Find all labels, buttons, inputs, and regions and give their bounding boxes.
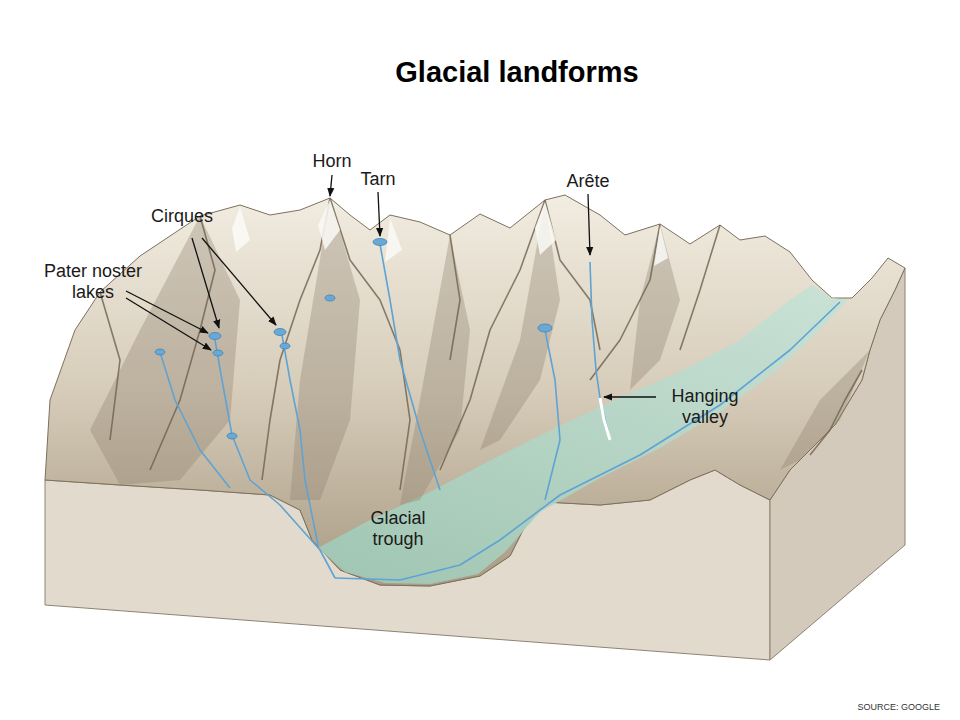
label-anchor: Horn <box>292 151 372 172</box>
landform-label: Arête <box>548 171 628 192</box>
landform-label: Hanging valley <box>655 386 755 428</box>
diagram-title: Glacial landforms <box>307 55 727 89</box>
landform-label: Pater noster lakes <box>33 261 153 303</box>
landform-label: Horn <box>292 151 372 172</box>
source-note: SOURCE: GOOGLE <box>820 702 940 713</box>
label-anchor: Glacial trough <box>352 508 444 550</box>
label-anchor: Arête <box>548 171 628 192</box>
label-anchor: Hanging valley <box>655 386 755 428</box>
lakes <box>155 239 552 440</box>
landform-label: Tarn <box>338 169 418 190</box>
slope-shading <box>90 198 870 505</box>
landform-label: Cirques <box>132 206 232 227</box>
label-anchor: SOURCE: GOOGLE <box>820 702 940 713</box>
label-anchor: Tarn <box>338 169 418 190</box>
streams <box>160 244 840 580</box>
leader-lines <box>126 175 656 397</box>
landform-label: Glacial trough <box>352 508 444 550</box>
label-anchor: Pater noster lakes <box>33 261 153 303</box>
label-anchor: Cirques <box>132 206 232 227</box>
label-anchor: Glacial landforms <box>307 55 727 89</box>
snow-highlights <box>232 200 668 266</box>
terrain-surface <box>45 195 905 586</box>
trough-floor <box>318 285 848 584</box>
arete-ridges <box>100 198 862 490</box>
waterfall <box>600 398 610 440</box>
